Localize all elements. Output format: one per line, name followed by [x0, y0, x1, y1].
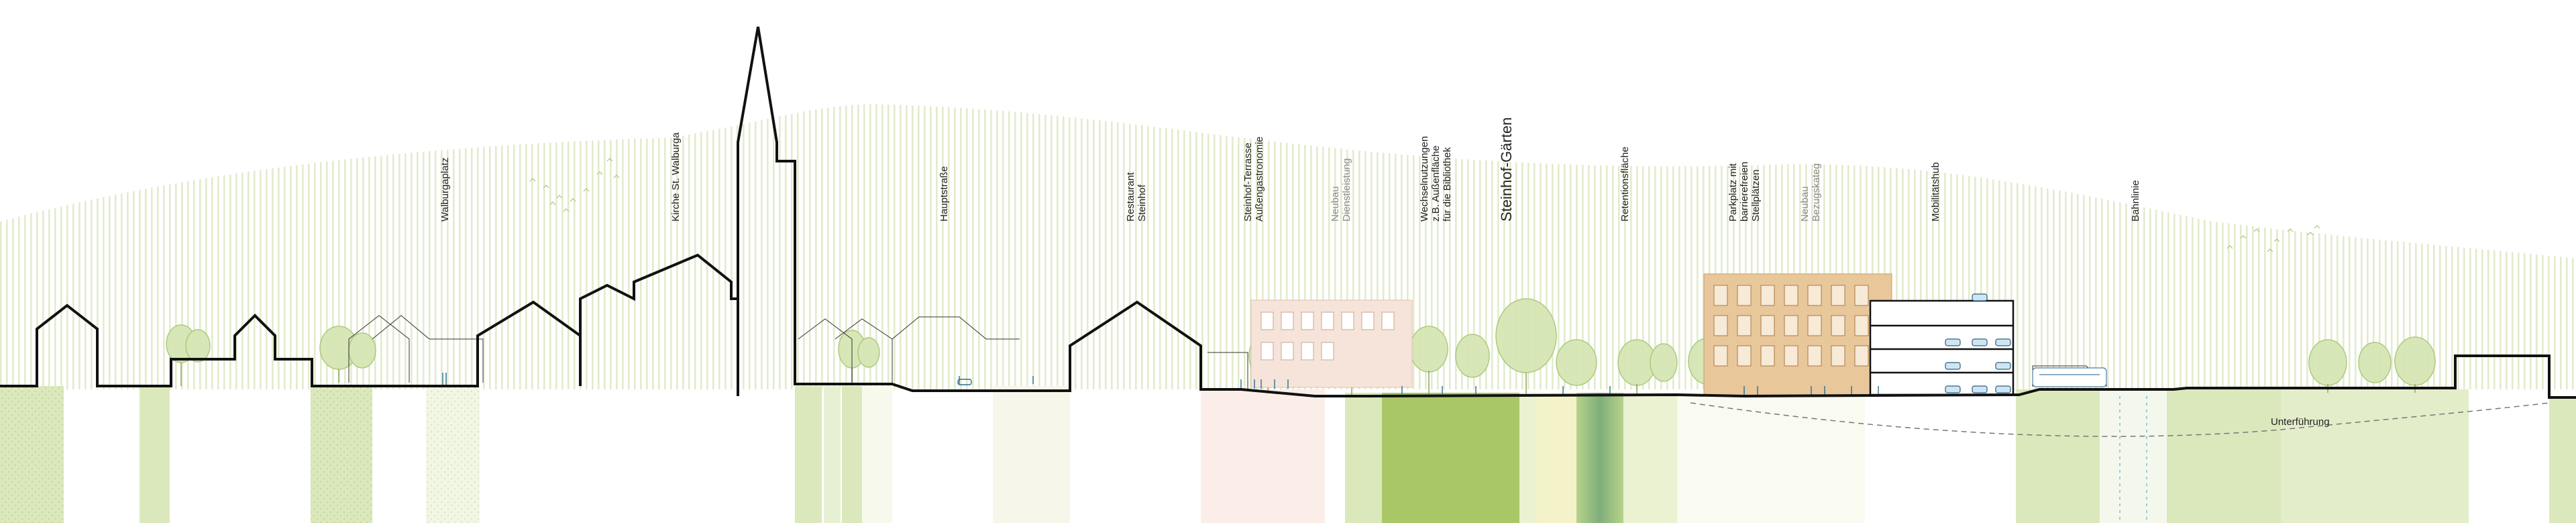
- label-walburgaplatz: Walburgaplatz: [439, 158, 451, 222]
- label-restaurant-line-2: Steinhof: [1136, 184, 1148, 222]
- ground-strips: [0, 386, 2576, 523]
- section-labels: Walburgaplatz Kirche St. Walburga Hauptstr…: [439, 117, 2141, 222]
- underpass-line: [1690, 402, 2550, 437]
- train: [2032, 367, 2107, 387]
- birds: [529, 158, 2320, 252]
- building-neubau-dienstleistung: [1250, 299, 1413, 388]
- label-terrasse-line-1: Steinhof-Terrasse: [1242, 142, 1254, 222]
- label-mobilitaetshub: Mobilitätshub: [1930, 162, 1941, 222]
- background-houses: [348, 315, 2107, 389]
- label-parkplatz-line-3: Stellplätzen: [1750, 169, 1762, 222]
- label-parkplatz-line-1: Parkplatz mit: [1727, 162, 1739, 222]
- label-parkplatz-line-2: barrierefreien: [1739, 162, 1750, 222]
- label-kirche: Kirche St. Walburga: [670, 132, 682, 222]
- label-hauptstrasse: Hauptstraße: [938, 166, 950, 222]
- building-mobility-hub: [1869, 299, 2015, 396]
- people-figures: [442, 373, 1879, 395]
- label-bahnlinie: Bahnlinie: [2130, 180, 2141, 222]
- label-wechselnutzungen-line-3: für die Bibliothek: [1442, 147, 1453, 222]
- label-wechselnutzungen-line-1: Wechselnutzungen: [1419, 136, 1430, 222]
- label-terrasse-line-2: Außengastronomie: [1254, 136, 1265, 222]
- label-restaurant-line-1: Restaurant: [1125, 172, 1136, 222]
- label-wechselnutzungen-line-2: z.B. Außenfläche: [1430, 146, 1442, 222]
- label-neubau-dienstleistung-line-2: Dienstleistung: [1341, 158, 1352, 222]
- label-steinhof-gaerten: Steinhof-Gärten: [1498, 117, 1515, 222]
- building-neubau-wood: [1703, 273, 1892, 397]
- parked-cars: [1945, 293, 2011, 393]
- label-retention: Retentionsfläche: [1619, 146, 1631, 222]
- label-neubau-bezugskategorie-line-1: Neubau: [1799, 186, 1811, 222]
- label-neubau-bezugskategorie-line-2: Bezugskateg: [1811, 163, 1822, 222]
- drainage-lines: [2119, 396, 2147, 523]
- section-line: [0, 26, 2576, 399]
- label-neubau-dienstleistung-line-1: Neubau: [1330, 186, 1341, 222]
- label-unterfuehrung: Unterführung: [2271, 416, 2330, 428]
